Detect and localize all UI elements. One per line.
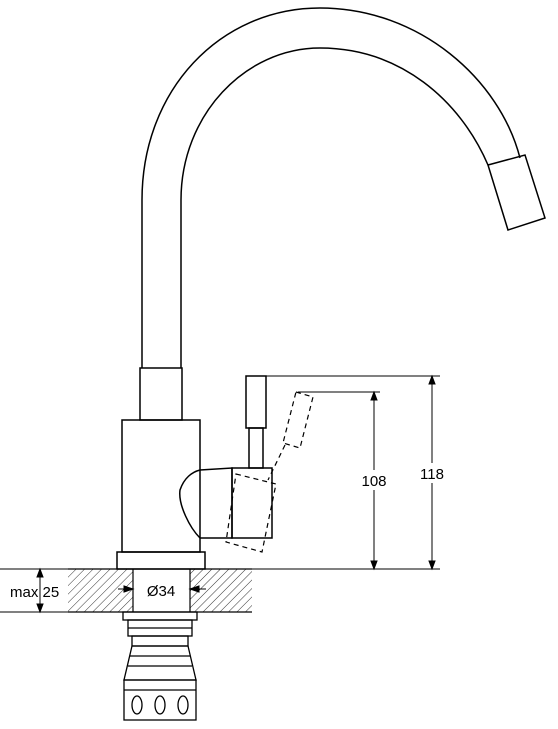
dimension-108-label: 108 xyxy=(361,473,386,490)
dimension-lines xyxy=(0,374,440,614)
lever-handle xyxy=(231,375,273,539)
spout xyxy=(141,7,546,368)
dimension-max-thickness-label: max 25 xyxy=(10,584,59,601)
mounting-nut xyxy=(123,679,197,721)
lever-open-body xyxy=(225,473,277,553)
lever-open-grip xyxy=(282,391,314,449)
countertop-left-section xyxy=(68,569,133,612)
cartridge-housing xyxy=(231,467,273,539)
lever-stem xyxy=(248,427,264,469)
aerator-nozzle xyxy=(487,154,546,231)
dimension-hole-diameter-label: Ø34 xyxy=(147,583,175,600)
mounting-shank xyxy=(122,611,198,721)
body-handle-joint xyxy=(179,467,233,539)
spout-inner-edge xyxy=(180,47,489,368)
lever-open-stem xyxy=(267,444,286,481)
base-flange xyxy=(116,551,206,570)
lever-open-position xyxy=(225,391,314,553)
swivel-collar xyxy=(139,367,183,421)
countertop-right-section xyxy=(190,569,252,612)
lever-grip xyxy=(245,375,267,429)
faucet-body xyxy=(116,367,233,570)
spout-outer-edge xyxy=(141,7,521,368)
countertop xyxy=(68,568,252,613)
body-cylinder xyxy=(121,419,201,553)
dimension-118-label: 118 xyxy=(420,466,444,483)
